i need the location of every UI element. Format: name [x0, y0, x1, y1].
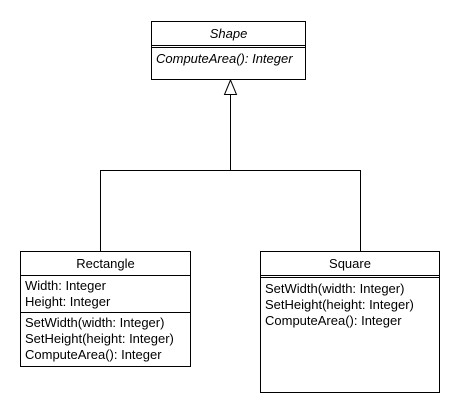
- class-square-operation: SetHeight(height: Integer): [265, 297, 414, 312]
- class-rectangle-attribute: Width: Integer: [25, 278, 106, 293]
- class-square-operation: ComputeArea(): Integer: [265, 313, 402, 328]
- class-shape-operation: ComputeArea(): Integer: [156, 51, 293, 66]
- class-rectangle-attribute: Height: Integer: [25, 294, 111, 309]
- generalization-arrowhead: [223, 78, 238, 95]
- class-shape-operations: ComputeArea(): Integer: [152, 45, 305, 69]
- class-square-name: Square: [329, 256, 371, 271]
- class-rectangle[interactable]: Rectangle Width: Integer Height: Integer…: [20, 251, 191, 367]
- class-rectangle-operation: ComputeArea(): Integer: [25, 347, 162, 362]
- class-square-operations: SetWidth(width: Integer) SetHeight(heigh…: [261, 275, 439, 331]
- class-rectangle-name: Rectangle: [76, 256, 135, 271]
- class-square-operation: SetWidth(width: Integer): [265, 281, 405, 296]
- class-rectangle-attributes: Width: Integer Height: Integer: [21, 275, 190, 312]
- class-shape-name: Shape: [209, 26, 248, 41]
- class-rectangle-operation: SetHeight(height: Integer): [25, 331, 174, 346]
- class-rectangle-operation: SetWidth(width: Integer): [25, 315, 165, 330]
- class-rectangle-operations: SetWidth(width: Integer) SetHeight(heigh…: [21, 312, 190, 365]
- class-square[interactable]: Square SetWidth(width: Integer) SetHeigh…: [260, 251, 440, 393]
- class-shape[interactable]: Shape ComputeArea(): Integer: [151, 21, 306, 80]
